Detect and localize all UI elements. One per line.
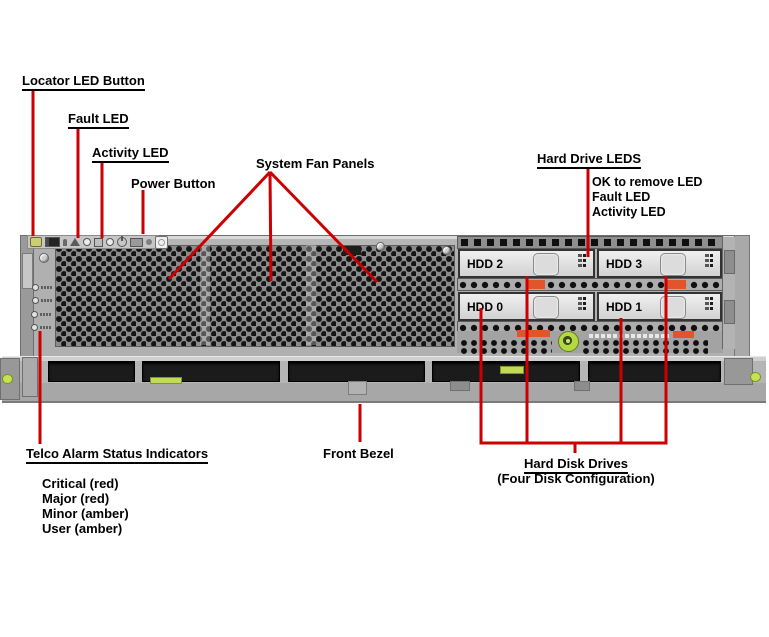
label-activity-led: Activity LED (92, 145, 169, 163)
label-hard-disk-drives: Hard Disk Drives (Four Disk Configuratio… (497, 456, 655, 486)
chassis-left-ear (20, 235, 34, 357)
orange-label-strip (673, 331, 694, 338)
vent-dots (582, 339, 708, 354)
bezel-vent-slot (288, 361, 425, 382)
screw-icon (442, 246, 451, 255)
label-ok-to-remove-led: OK to remove LED (592, 175, 703, 189)
fan-panel-divider (200, 245, 210, 345)
bezel-hinge-green-dot (2, 374, 13, 384)
label-telco-user: User (amber) (42, 521, 123, 536)
label-hard-drive-leds: Hard Drive LEDS (537, 151, 642, 169)
bezel-green-accent (150, 377, 182, 384)
orange-label-strip (528, 280, 545, 289)
orange-label-strip (517, 330, 550, 337)
chassis-fine-print (589, 334, 669, 338)
standby-power-icon (117, 236, 127, 247)
front-control-strip (27, 235, 168, 249)
hdd-bay-3: HDD 3 (597, 249, 722, 278)
activity-led (106, 238, 114, 246)
label-telco-minor: Minor (amber) (42, 506, 129, 521)
label-fault-led: Fault LED (68, 111, 129, 129)
chassis-right-rail (722, 237, 735, 349)
right-rail-latch (724, 300, 735, 324)
label-system-fan-panels: System Fan Panels (256, 156, 375, 171)
hdd-latch-button (660, 253, 686, 276)
fault-led (83, 238, 91, 246)
label-telco-items: Critical (red) Major (red) Minor (amber)… (42, 476, 129, 536)
label-locator-led-button: Locator LED Button (22, 73, 145, 91)
label-telco-critical: Critical (red) (42, 476, 119, 491)
indicator-dot-icon (146, 239, 152, 245)
bezel-vent-slot (48, 361, 135, 382)
label-power-button: Power Button (131, 176, 216, 191)
chassis-right-ear (734, 235, 750, 357)
hdd-bay-1: HDD 1 (597, 292, 722, 321)
label-hdd-fault-led: Fault LED (592, 190, 651, 204)
hdd-latch-button (533, 296, 559, 319)
hdd-mid-vent-strip (457, 278, 723, 291)
hdd-latch-button (660, 296, 686, 319)
locator-led-button (30, 237, 42, 247)
fault-triangle-icon (70, 238, 80, 246)
bezel-vent-slot (588, 361, 721, 382)
hdd-bay-label: HDD 1 (606, 299, 643, 314)
hdd-bay-label: HDD 0 (467, 299, 504, 314)
bezel-right-hinge (724, 358, 753, 385)
label-four-disk-config: (Four Disk Configuration) (497, 471, 655, 486)
hdd-led-column (705, 254, 716, 267)
hdd-bay-2: HDD 2 (458, 249, 595, 278)
hdd-bay-label: HDD 2 (467, 256, 504, 271)
bezel-center-tab (348, 381, 367, 395)
bezel-green-accent (500, 366, 524, 374)
hdd-latch-button (533, 253, 559, 276)
front-bezel (2, 356, 766, 403)
fan-panel-divider (306, 245, 316, 345)
telco-led-critical (32, 284, 52, 291)
power-button (155, 235, 168, 249)
status-display-icon (45, 237, 60, 247)
screw-icon (376, 242, 385, 251)
hdd-bay-label: HDD 3 (606, 256, 643, 271)
hdd-bay-0: HDD 0 (458, 292, 595, 321)
hdd-top-vent-strip (457, 236, 723, 249)
bezel-cutout (574, 381, 590, 391)
green-thumbscrew (558, 331, 579, 352)
fan-panel-slot (343, 246, 361, 255)
system-fan-panel (55, 245, 455, 347)
left-ear-latch (22, 253, 33, 289)
label-hdd-activity-led: Activity LED (592, 205, 666, 219)
orange-label-strip (666, 280, 686, 289)
bezel-cutout (450, 381, 470, 391)
label-telco-major: Major (red) (42, 491, 110, 506)
label-hard-drive-leds-items: OK to remove LED Fault LED Activity LED (592, 175, 702, 220)
telco-led-minor (31, 311, 51, 318)
bezel-left-hinge-arm (22, 357, 38, 397)
label-front-bezel: Front Bezel (323, 446, 394, 461)
right-rail-latch (724, 250, 735, 274)
vent-dots (460, 339, 552, 354)
system-status-icon (130, 237, 143, 247)
screw-icon (39, 253, 49, 263)
telco-led-major (32, 297, 52, 304)
bezel-hinge-green-dot (750, 372, 761, 382)
enclosure-icon (94, 237, 103, 247)
mic-icon (63, 238, 67, 246)
hdd-led-column (578, 254, 589, 267)
hdd-led-column (705, 297, 716, 310)
telco-led-user (31, 324, 51, 331)
bezel-vent-slot (142, 361, 280, 382)
hdd-led-column (578, 297, 589, 310)
label-telco-alarm: Telco Alarm Status Indicators (26, 446, 209, 464)
